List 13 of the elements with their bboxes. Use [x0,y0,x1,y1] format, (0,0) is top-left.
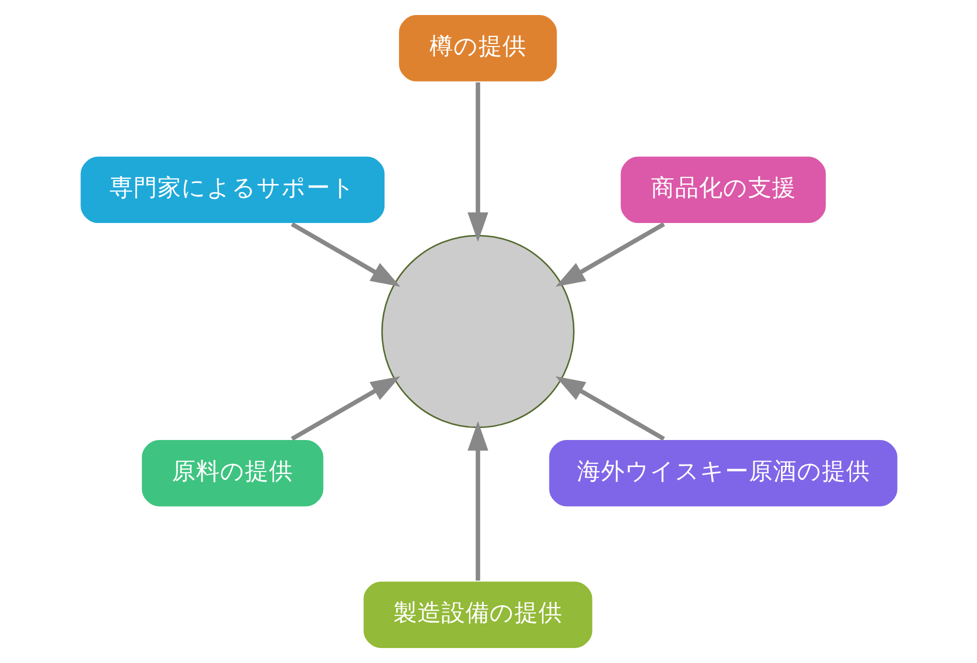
node-box: 専門家によるサポート [78,155,386,225]
node-box: 商品化の支援 [618,155,827,225]
node-circle [380,234,574,428]
arrow [290,222,400,287]
arrow [467,421,488,581]
node-box: 原料の提供 [140,438,324,508]
arrow [555,222,664,287]
arrow [290,376,400,441]
node-box: 海外ウイスキー原酒の提供 [547,438,898,508]
node-box: 製造設備の提供 [362,580,594,650]
node-box: 樽の提供 [397,14,558,83]
arrow [555,376,664,441]
arrow [467,82,488,242]
